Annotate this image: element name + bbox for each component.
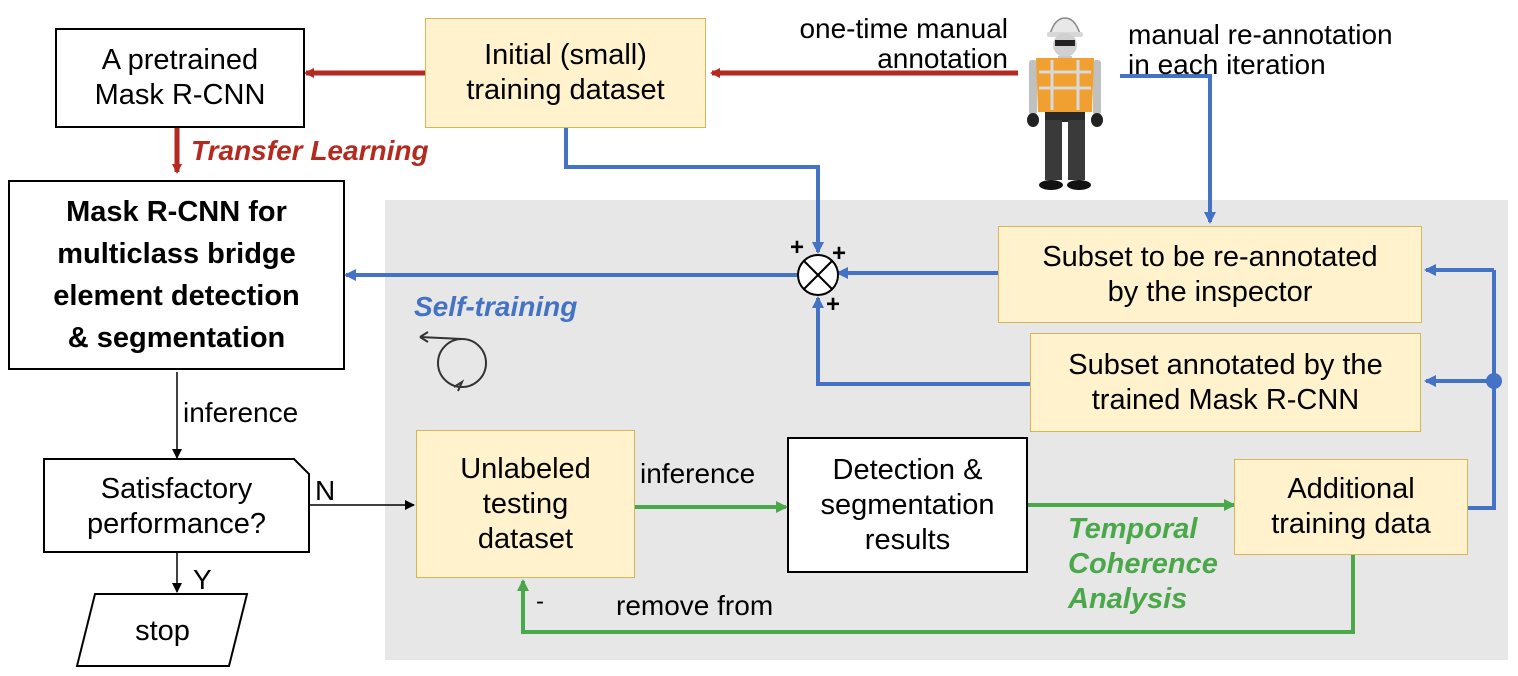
remove-from-label: remove from: [616, 590, 774, 621]
reannotation-line-2: in each iteration: [1128, 49, 1326, 80]
pretrained-line-1: A pretrained: [101, 44, 259, 76]
minus-sign: -: [536, 588, 544, 615]
reannotation-label: manual re-annotation in each iteration: [1128, 20, 1393, 80]
model-subset-to-sum-arrow: [812, 296, 1030, 386]
remove-from-arrow: [517, 555, 1355, 634]
main-model-line-4: & segmentation: [67, 322, 286, 354]
decision-line-2: performance?: [87, 508, 266, 540]
stop-text: stop: [135, 614, 190, 647]
transfer-learning-label: Transfer Learning: [191, 135, 429, 166]
initial-dataset-to-sum-arrow: [564, 128, 824, 254]
inference-label-left: inference: [183, 397, 299, 428]
temporal-line-3: Analysis: [1068, 583, 1188, 615]
model-annotated-subset-box: Subset annotated by the trained Mask R-C…: [1030, 333, 1421, 432]
pretrained-line-2: Mask R-CNN: [94, 79, 266, 111]
detection-results-box: Detection & segmentation results: [787, 437, 1028, 573]
stop-label: stop: [80, 596, 245, 666]
initial-dataset-line-2: training dataset: [466, 74, 665, 106]
model-subset-line-1: Subset annotated by the: [1068, 348, 1383, 381]
detection-line-3: results: [864, 523, 951, 556]
unlabeled-line-2: testing: [482, 487, 569, 520]
unlabeled-line-1: Unlabeled: [460, 452, 591, 485]
main-model-line-3: element detection: [53, 280, 300, 312]
decision-shape: [43, 458, 310, 553]
additional-data-split-line: [1468, 270, 1496, 510]
plus-sign-bottom: +: [826, 291, 841, 318]
one-time-annotation-label: one-time manual annotation: [740, 14, 1008, 74]
model-subset-line-2: trained Mask R-CNN: [1091, 383, 1360, 416]
self-training-label: Self-training: [414, 291, 578, 322]
reannotation-line-1: manual re-annotation: [1128, 19, 1393, 50]
split-junction-dot: [1486, 373, 1502, 389]
temporal-coherence-label: Temporal Coherence Analysis: [1068, 512, 1218, 617]
plus-sign-top-left: +: [790, 234, 805, 261]
additional-training-data-box: Additional training data: [1234, 459, 1468, 555]
reannotate-subset-line-1: Subset to be re-annotated: [1042, 240, 1378, 273]
reannotation-to-subset-arrow: [1120, 74, 1216, 224]
yes-label: Y: [193, 564, 212, 595]
reannotate-subset-line-2: by the inspector: [1107, 275, 1313, 308]
mask-rcnn-main-box: Mask R-CNN for multiclass bridge element…: [8, 180, 345, 370]
pretrained-mask-rcnn-box: A pretrained Mask R-CNN: [55, 28, 305, 128]
decision-label: Satisfactory performance?: [44, 462, 309, 552]
plus-sign-top-right: +: [832, 240, 847, 267]
initial-dataset-box: Initial (small) training dataset: [425, 18, 706, 128]
summing-junction-icon: [797, 254, 839, 296]
additional-line-2: training data: [1271, 508, 1431, 540]
inspector-worker-icon: [1027, 17, 1103, 190]
inference-label-mid: inference: [640, 458, 756, 489]
detection-line-2: segmentation: [820, 488, 995, 521]
main-model-line-1: Mask R-CNN for: [66, 196, 287, 228]
main-model-line-2: multiclass bridge: [57, 238, 296, 270]
temporal-line-1: Temporal: [1068, 513, 1198, 545]
stop-shape: [75, 593, 249, 667]
one-time-line-2: annotation: [877, 43, 1008, 74]
decision-line-1: Satisfactory: [100, 473, 253, 505]
cycle-icon: [419, 331, 487, 392]
reannotate-subset-box: Subset to be re-annotated by the inspect…: [998, 226, 1422, 323]
no-label: N: [315, 475, 336, 506]
one-time-line-1: one-time manual: [799, 13, 1008, 44]
additional-line-1: Additional: [1287, 473, 1415, 505]
temporal-line-2: Coherence: [1068, 548, 1218, 580]
detection-line-1: Detection &: [832, 453, 983, 486]
unlabeled-line-3: dataset: [477, 522, 574, 555]
initial-dataset-line-1: Initial (small): [484, 39, 647, 71]
unlabeled-testing-dataset-box: Unlabeled testing dataset: [416, 430, 635, 578]
